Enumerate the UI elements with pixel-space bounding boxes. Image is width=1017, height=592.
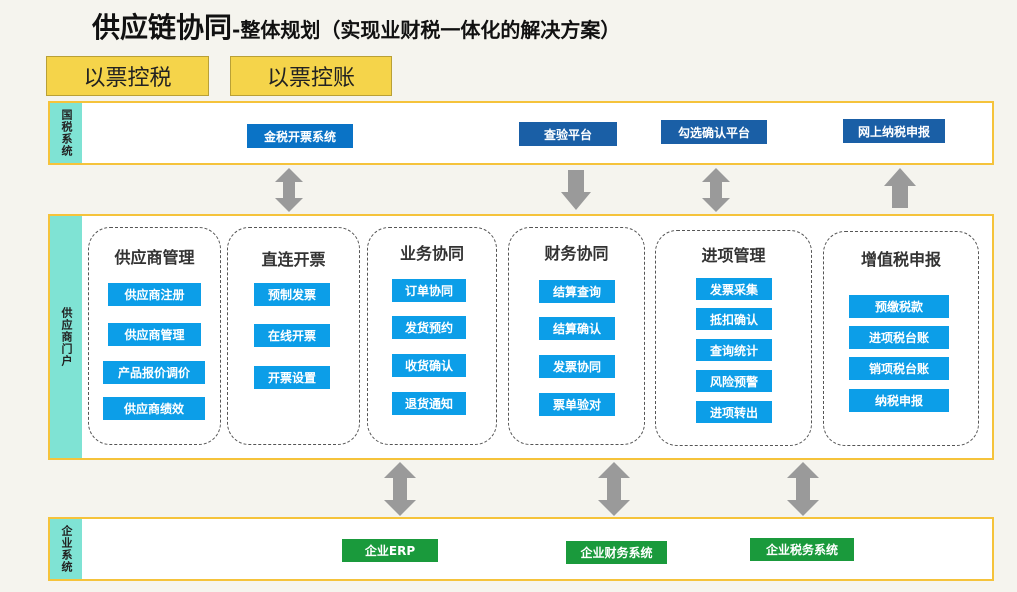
bidirectional-arrow-icon [598, 462, 630, 516]
title-subtitle: -整体规划（实现业财税一体化的解决方案） [232, 18, 621, 42]
tax-system-label: 国税系统 [50, 103, 82, 163]
list-item: 结算确认 [539, 317, 615, 340]
list-item: 结算查询 [539, 280, 615, 303]
page-title: 供应链协同-整体规划（实现业财税一体化的解决方案） [92, 6, 620, 46]
list-item: 抵扣确认 [696, 308, 772, 330]
list-item: 风险预警 [696, 370, 772, 392]
enterprise-finance-system: 企业财务系统 [566, 541, 667, 564]
tag-invoice-control-account: 以票控账 [230, 56, 392, 96]
enterprise-tax-system: 企业税务系统 [750, 538, 854, 561]
module-title: 直连开票 [261, 250, 326, 269]
list-item: 发票采集 [696, 278, 772, 300]
list-item: 发票协同 [539, 355, 615, 378]
list-item: 发货预约 [392, 316, 466, 339]
list-item: 订单协同 [392, 279, 466, 302]
tag-invoice-control-tax: 以票控税 [46, 56, 209, 96]
list-item: 查询统计 [696, 339, 772, 361]
bidirectional-arrow-icon [384, 462, 416, 516]
module-title: 财务协同 [544, 244, 609, 263]
module-title: 进项管理 [701, 246, 766, 265]
online-tax-filing: 网上纳税申报 [843, 119, 945, 143]
up-arrow-icon [884, 168, 916, 208]
list-item: 进项税台账 [849, 326, 949, 349]
list-item: 进项转出 [696, 401, 772, 423]
selection-confirm-platform: 勾选确认平台 [661, 120, 767, 144]
golden-tax-invoicing-system: 金税开票系统 [247, 124, 353, 148]
list-item: 供应商绩效 [103, 397, 205, 420]
enterprise-erp: 企业ERP [342, 539, 438, 562]
list-item: 纳税申报 [849, 389, 949, 412]
down-arrow-icon [561, 170, 591, 210]
list-item: 票单验对 [539, 393, 615, 416]
list-item: 收货确认 [392, 354, 466, 377]
list-item: 退货通知 [392, 392, 466, 415]
list-item: 开票设置 [254, 366, 330, 389]
enterprise-system-label: 企业系统 [50, 519, 82, 579]
list-item: 预制发票 [254, 283, 330, 306]
list-item: 销项税台账 [849, 357, 949, 380]
bidirectional-arrow-icon [787, 462, 819, 516]
bidirectional-arrow-icon [275, 168, 303, 212]
module-title: 业务协同 [399, 244, 464, 263]
list-item: 供应商注册 [108, 283, 201, 306]
bidirectional-arrow-icon [702, 168, 730, 212]
module-title: 增值税申报 [860, 250, 941, 269]
module-input-management [655, 230, 812, 446]
list-item: 产品报价调价 [103, 361, 205, 384]
verification-platform: 查验平台 [519, 122, 617, 146]
list-item: 在线开票 [254, 324, 330, 347]
list-item: 供应商管理 [108, 323, 201, 346]
title-main: 供应链协同 [92, 11, 233, 44]
list-item: 预缴税款 [849, 295, 949, 318]
supplier-portal-label: 供应商门户 [50, 216, 82, 458]
module-title: 供应商管理 [114, 248, 195, 267]
